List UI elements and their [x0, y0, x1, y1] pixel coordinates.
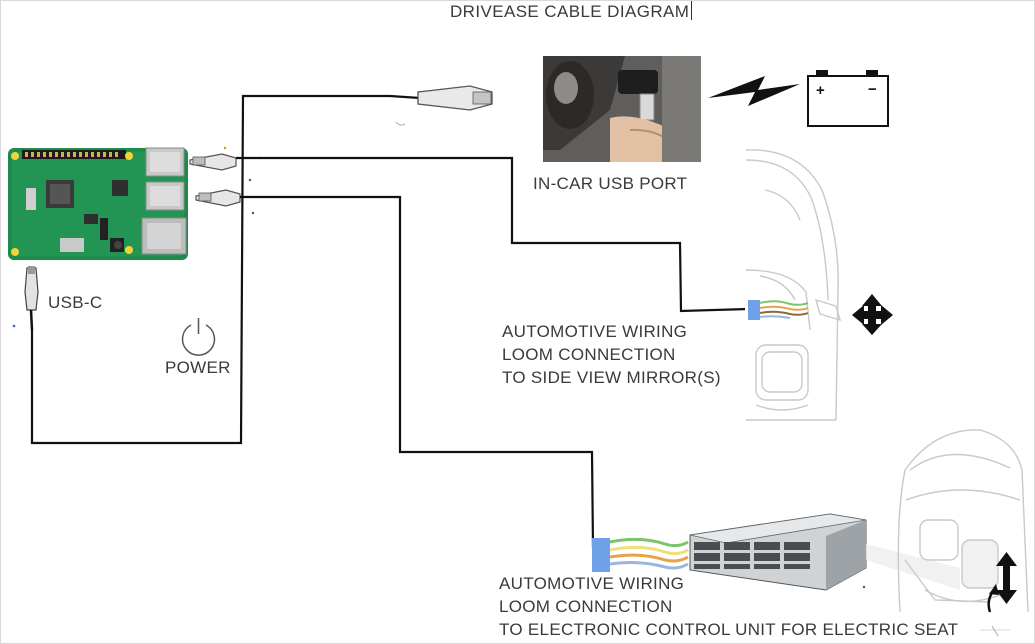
battery-plus: +	[816, 82, 825, 99]
electronic-control-unit	[689, 513, 960, 591]
seat-label-line-2: LOOM CONNECTION	[499, 597, 673, 616]
power-label: POWER	[165, 358, 231, 377]
four-way-arrow-icon	[852, 294, 893, 335]
usb-c-plug	[24, 266, 39, 331]
power-icon	[181, 318, 216, 356]
seat-wiring-loom	[592, 537, 689, 572]
diagram-title: DRIVEASE CABLE DIAGRAM	[450, 1, 692, 22]
battery-icon: + −	[807, 70, 889, 127]
raspberry-pi-board	[8, 147, 188, 260]
in-car-usb-port-label: IN-CAR USB PORT	[533, 174, 688, 193]
mirror-label-line-2: LOOM CONNECTION	[502, 345, 676, 364]
seat-label-line-1: AUTOMOTIVE WIRING	[499, 574, 685, 593]
curved-arrow-icon	[987, 584, 999, 613]
pi-usb-plug-lower	[195, 189, 241, 207]
car-top-view-seat	[897, 429, 1029, 613]
seat-label-line-3: TO ELECTRONIC CONTROL UNIT FOR ELECTRIC …	[499, 620, 959, 639]
mirror-cable	[236, 156, 749, 313]
car-top-view-mirror	[745, 145, 845, 421]
lightning-bolt-icon	[708, 76, 800, 106]
in-car-usb-plug	[417, 85, 493, 111]
mirror-label-line-3: TO SIDE VIEW MIRROR(S)	[502, 368, 721, 387]
battery-minus: −	[868, 81, 877, 98]
power-cable	[30, 94, 421, 445]
in-car-usb-port-photo	[543, 56, 701, 162]
mirror-label-line-1: AUTOMOTIVE WIRING	[502, 322, 688, 341]
cables	[30, 94, 749, 549]
pi-usb-plug-upper	[189, 153, 237, 171]
seat-cable	[240, 195, 595, 549]
usb-c-label: USB-C	[48, 293, 103, 312]
up-down-arrow-icon	[996, 552, 1017, 604]
mirror-wiring-loom	[748, 300, 809, 320]
